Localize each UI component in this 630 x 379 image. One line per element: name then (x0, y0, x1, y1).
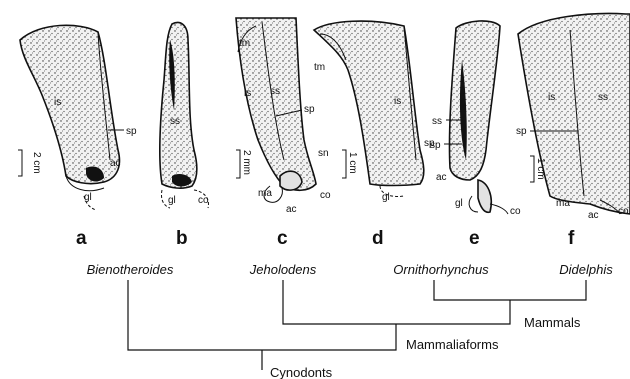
label-e-sp: sp (430, 140, 441, 151)
panel-letter-a: a (76, 228, 87, 249)
taxon-didelphis: Didelphis (559, 262, 613, 277)
label-f-co: co (618, 206, 629, 217)
label-f-ac: ac (588, 210, 599, 221)
cladogram (128, 280, 586, 370)
label-a-sp: sp (126, 126, 137, 137)
branch-mammals (434, 280, 586, 300)
clade-mammals: Mammals (524, 315, 581, 330)
scapula-b (160, 23, 209, 208)
taxon-names: Bienotheroides Jeholodens Ornithorhynchu… (87, 262, 614, 277)
label-c-ss: ss (270, 86, 280, 97)
scale-bar-c: 2 mm (236, 150, 252, 178)
scapula-f (518, 14, 630, 214)
scale-label-d: 1 cm (347, 152, 358, 174)
label-f-ma: ma (556, 198, 570, 209)
label-b-ss: ss (170, 116, 180, 127)
label-b-co: co (198, 195, 209, 206)
scale-bar-d: 1 cm (342, 150, 358, 178)
panel-letter-b: b (176, 228, 188, 249)
label-a-gl: gl (84, 192, 92, 203)
label-f-ss: ss (598, 92, 608, 103)
scale-label-a: 2 cm (31, 152, 42, 174)
panel-letter-d: d (372, 228, 384, 249)
scale-bar-a: 2 cm (18, 150, 42, 176)
label-c-is: is (244, 88, 251, 99)
label-a-ac: ac (110, 158, 121, 169)
label-f-sp: sp (516, 126, 527, 137)
taxon-bienotheroides: Bienotheroides (87, 262, 174, 277)
panel-letters: a b c d e f (76, 228, 575, 249)
panel-letter-e: e (469, 228, 480, 249)
taxon-ornithorhynchus: Ornithorhynchus (393, 262, 489, 277)
scapula-a (20, 25, 119, 210)
branch-mammaliaforms (283, 280, 510, 324)
panel-letter-f: f (568, 228, 575, 249)
taxon-jeholodens: Jeholodens (249, 262, 317, 277)
label-c-ac: ac (286, 204, 297, 215)
label-d-tm: tm (314, 62, 325, 73)
label-d-is: is (394, 96, 401, 107)
scale-label-c: 2 mm (241, 150, 252, 175)
clade-cynodonts: Cynodonts (270, 365, 333, 379)
scale-label-f: 1 cm (535, 158, 546, 180)
label-e-ac: ac (436, 172, 447, 183)
label-b-gl: gl (168, 195, 176, 206)
label-c-co: co (320, 190, 331, 201)
panel-letter-c: c (277, 228, 288, 249)
label-e-co: co (510, 206, 521, 217)
clade-mammaliaforms: Mammaliaforms (406, 337, 499, 352)
scapula-d (314, 21, 424, 196)
scapula-e (449, 21, 508, 214)
label-d-gl: gl (382, 192, 390, 203)
label-c-ma: ma (258, 188, 272, 199)
label-c-sn: sn (318, 148, 329, 159)
label-f-is: is (548, 92, 555, 103)
scale-bar-f: 1 cm (530, 156, 546, 182)
label-c-tm: tm (239, 38, 250, 49)
label-a-is: is (54, 97, 61, 108)
label-e-ss: ss (432, 116, 442, 127)
label-c-sp: sp (304, 104, 315, 115)
branch-cynodonts (128, 280, 396, 350)
label-e-gl: gl (455, 198, 463, 209)
